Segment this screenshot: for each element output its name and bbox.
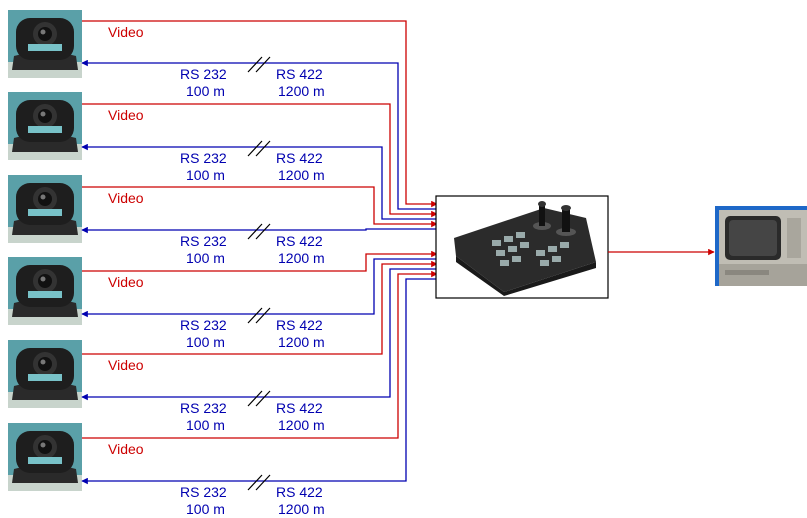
rs232-distance: 100 m (186, 167, 225, 183)
ptz-camera-icon (8, 92, 82, 160)
video-label: Video (108, 441, 144, 457)
rs422-label: RS 422 (276, 66, 323, 82)
rs-control-line (81, 143, 437, 220)
rs232-distance: 100 m (186, 417, 225, 433)
rs232-label: RS 232 (180, 150, 227, 166)
ptz-camera-icon (8, 10, 82, 78)
rs-control-line (81, 59, 437, 210)
rs232-label: RS 232 (180, 233, 227, 249)
rs422-distance: 1200 m (278, 417, 325, 433)
rs422-distance: 1200 m (278, 167, 325, 183)
rs232-distance: 100 m (186, 83, 225, 99)
controller-frame (435, 195, 609, 299)
video-label: Video (108, 107, 144, 123)
video-line (82, 103, 438, 218)
camera-column (8, 10, 82, 491)
video-line (82, 20, 438, 208)
video-label: Video (108, 357, 144, 373)
video-label: Video (108, 274, 144, 290)
controller (435, 195, 609, 299)
rs-control-line (81, 258, 437, 318)
ptz-camera-icon (8, 423, 82, 491)
video-line (82, 260, 438, 355)
joystick-controller-icon (436, 196, 608, 298)
rs422-label: RS 422 (276, 484, 323, 500)
rs-control-line (81, 268, 437, 401)
rs232-label: RS 232 (180, 66, 227, 82)
rs232-label: RS 232 (180, 400, 227, 416)
rs-control-line (81, 226, 437, 234)
rs-control-line (81, 278, 437, 485)
link-labels-4: Video RS 232 100 m RS 422 1200 m (108, 274, 325, 350)
video-line (82, 250, 438, 272)
link-labels-3: Video RS 232 100 m RS 422 1200 m (108, 190, 325, 266)
rs232-label: RS 232 (180, 317, 227, 333)
control-links (81, 59, 437, 485)
rs422-label: RS 422 (276, 150, 323, 166)
video-links (82, 20, 438, 439)
rs422-distance: 1200 m (278, 250, 325, 266)
link-labels-6: Video RS 232 100 m RS 422 1200 m (108, 441, 325, 517)
link-labels-1: Video RS 232 100 m RS 422 1200 m (108, 24, 325, 99)
link-labels-2: Video RS 232 100 m RS 422 1200 m (108, 107, 325, 183)
rs422-distance: 1200 m (278, 83, 325, 99)
ptz-camera-icon (8, 340, 82, 408)
rs232-distance: 100 m (186, 334, 225, 350)
video-line (82, 270, 438, 439)
video-monitor-icon (715, 206, 807, 286)
video-label: Video (108, 190, 144, 206)
video-label: Video (108, 24, 144, 40)
rs232-distance: 100 m (186, 250, 225, 266)
ptz-camera-icon (8, 257, 82, 325)
rs422-label: RS 422 (276, 317, 323, 333)
ptz-camera-icon (8, 175, 82, 243)
monitor (715, 206, 807, 286)
rs422-label: RS 422 (276, 400, 323, 416)
line-break-marks (247, 56, 271, 491)
rs232-distance: 100 m (186, 501, 225, 517)
rs232-label: RS 232 (180, 484, 227, 500)
rs422-distance: 1200 m (278, 501, 325, 517)
video-line (82, 186, 438, 228)
rs422-label: RS 422 (276, 233, 323, 249)
link-labels-5: Video RS 232 100 m RS 422 1200 m (108, 357, 325, 433)
rs422-distance: 1200 m (278, 334, 325, 350)
